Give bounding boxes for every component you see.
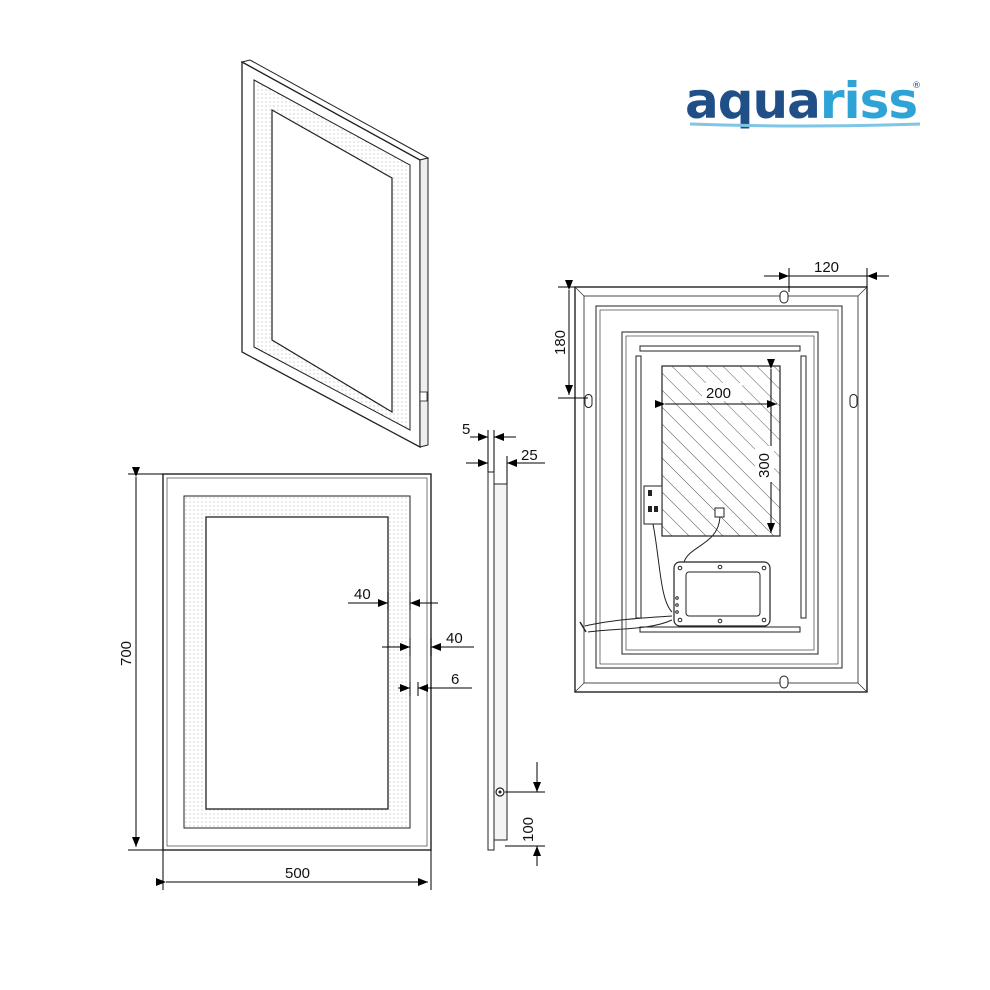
- dim-front-border-1: 40: [354, 586, 371, 603]
- dim-side-switch-offset: 100: [520, 817, 537, 842]
- logo-text-riss: riss: [820, 72, 917, 130]
- dim-back-box-height: 300: [756, 453, 773, 478]
- dim-front-border-2: 40: [446, 630, 463, 647]
- logo-registered-mark: ®: [912, 81, 921, 91]
- dim-side-glass: 5: [462, 421, 470, 438]
- dim-front-led-strip: 6: [451, 671, 459, 688]
- dim-back-hook-height: 180: [552, 330, 569, 355]
- dim-front-width: 500: [285, 865, 310, 882]
- dim-front-height: 700: [118, 641, 135, 666]
- dim-back-box-width: 200: [706, 385, 731, 402]
- perspective-view: [240, 59, 430, 449]
- side-dimension-lines: [466, 430, 545, 866]
- front-dimension-lines: [128, 467, 474, 890]
- dim-back-hanger-offset: 120: [814, 259, 839, 276]
- aquariss-logo: aquariss ®: [685, 72, 921, 130]
- dim-side-depth: 25: [521, 447, 538, 464]
- logo-swoosh: [689, 122, 921, 128]
- logo-text-aqua: aqua: [685, 72, 820, 130]
- back-view: [574, 286, 868, 693]
- side-view: [487, 471, 508, 851]
- front-view: [162, 473, 432, 851]
- svg-text:aquariss: aquariss: [685, 72, 917, 130]
